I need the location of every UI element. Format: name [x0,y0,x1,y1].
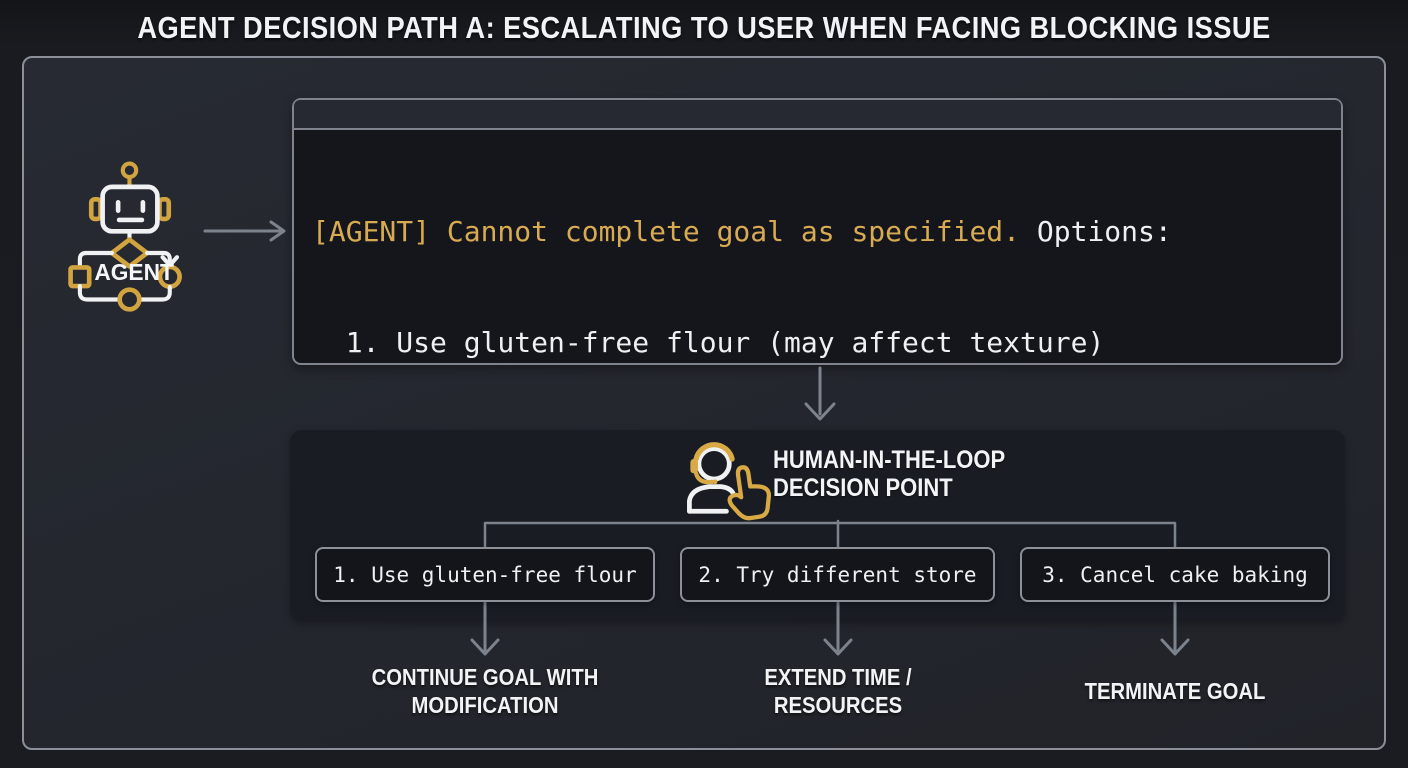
terminal-line-message: [AGENT] Cannot complete goal as specifie… [312,213,1323,250]
outcome-label-terminate: TERMINATE GOAL [1025,677,1324,705]
terminal-message-rest: Options: [1020,215,1172,248]
decision-point-title-line2: DECISION POINT [773,474,953,502]
decision-point-title: HUMAN-IN-THE-LOOP DECISION POINT [773,446,1005,502]
terminal-line-option1: 1. Use gluten-free flour (may affect tex… [312,326,1105,359]
terminal-message-highlight: [AGENT] Cannot complete goal as specifie… [312,215,1021,248]
agent-terminal-window: [AGENT] Cannot complete goal as specifie… [292,98,1343,581]
choice-button-cancel-baking[interactable]: 3. Cancel cake baking [1020,547,1330,602]
decision-point-title-line1: HUMAN-IN-THE-LOOP [773,446,1006,474]
outcome-extend-line2: RESOURCES [773,692,903,718]
outcome-terminate-line1: TERMINATE GOAL [1084,678,1266,704]
outcome-continue-line2: MODIFICATION [411,692,559,718]
human-headset-pointer-icon [687,442,771,521]
agent-node-label: AGENT [94,259,174,285]
outcome-label-extend: EXTEND TIME / RESOURCES [688,663,987,719]
robot-flowchart-icon: AGENT [68,161,182,312]
terminal-title-bar [294,100,1341,130]
diagram-title: AGENT DECISION PATH A: ESCALATING TO USE… [137,10,1271,45]
choice-button-different-store[interactable]: 2. Try different store [680,547,995,602]
choice-button-gluten-free-flour[interactable]: 1. Use gluten-free flour [315,547,655,602]
outcome-continue-line1: CONTINUE GOAL WITH [371,664,599,690]
outcome-label-continue: CONTINUE GOAL WITH MODIFICATION [335,663,634,719]
outcome-extend-line1: EXTEND TIME / [764,664,912,690]
